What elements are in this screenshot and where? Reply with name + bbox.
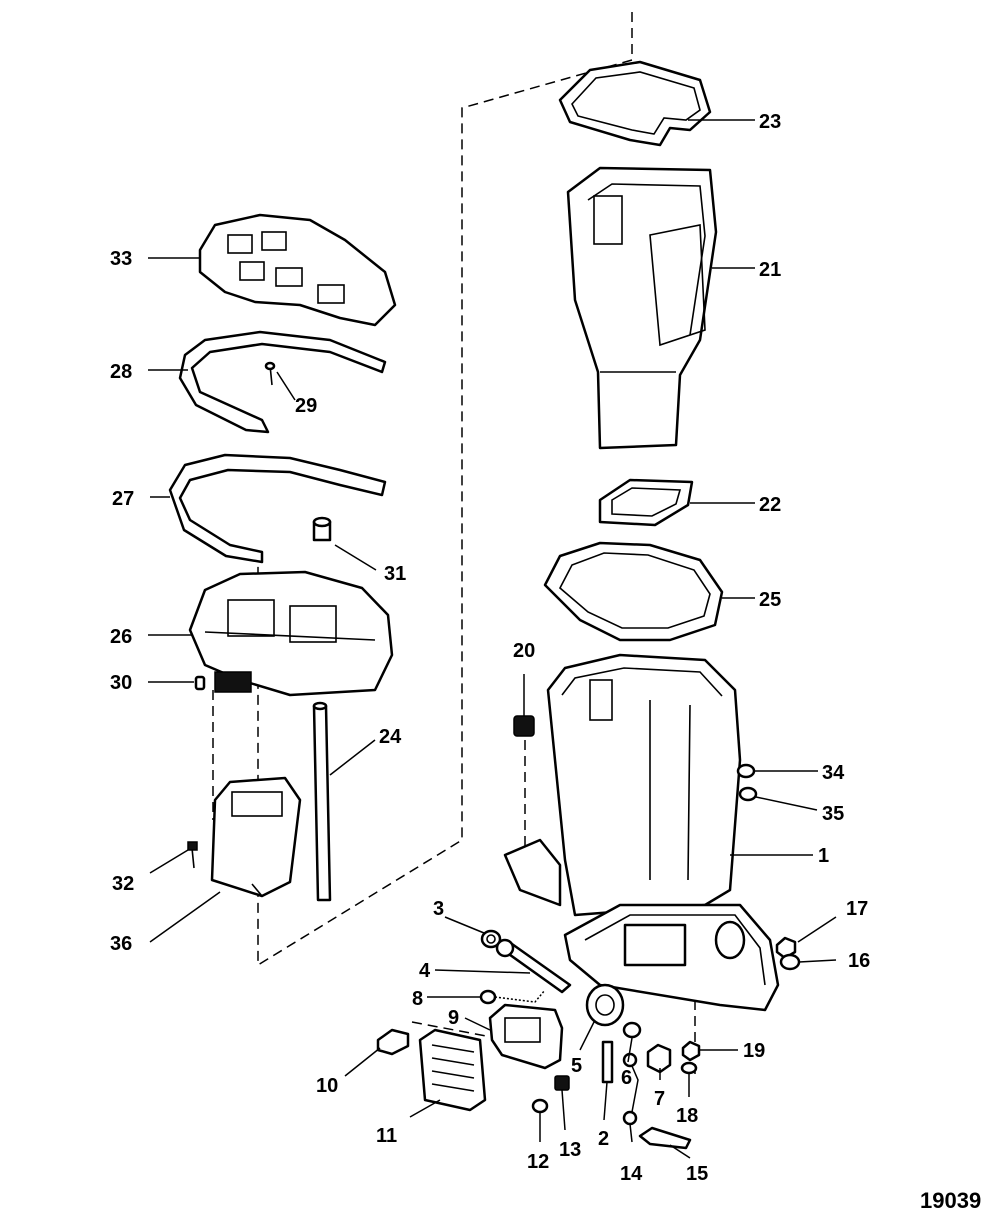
nut-7 [646,1043,672,1074]
washer-6 [622,1021,642,1039]
callout-label: 8 [412,988,423,1010]
callout-label: 2 [598,1128,609,1150]
exhaust-tube [210,776,302,898]
screw-29 [264,361,276,386]
driveshaft-housing [503,653,780,1012]
callout-label: 23 [759,111,781,133]
callout-label: 31 [384,563,406,585]
bushing-31 [312,516,332,542]
bushing-3 [480,929,502,949]
callout-label: 32 [112,873,134,895]
bushing-5 [585,983,625,1027]
screw-12 [531,1098,549,1114]
callout-label: 1 [818,845,829,867]
washer-18 [680,1061,698,1075]
dowel-30 [194,675,206,691]
callout-label: 30 [110,672,132,694]
callout-label: 12 [527,1151,549,1173]
callout-label: 36 [110,933,132,955]
adapter-plate-26 [188,570,394,697]
callout-label: 27 [112,488,134,510]
callout-label: 16 [848,950,870,972]
callout-label: 15 [686,1163,708,1185]
bolt-4 [495,938,572,994]
ground-strap-14 [622,1052,639,1126]
seal-27 [168,453,387,564]
washer-16 [779,953,801,971]
callout-label: 13 [559,1139,581,1161]
plug [513,715,535,737]
bracket-9 [488,1003,564,1070]
nut-17 [775,936,797,960]
stud-2 [601,1040,614,1084]
washer-34 [736,763,756,779]
callout-label: 28 [110,361,132,383]
gasket-28 [178,330,387,434]
ground-strap-8 [479,989,546,1005]
callout-label: 25 [759,589,781,611]
callout-label: 17 [846,898,868,920]
adapter-gasket [543,541,724,642]
screw-10 [376,1028,410,1056]
seal [598,478,694,527]
water-tube [312,701,332,902]
callout-label: 33 [110,248,132,270]
callout-label: 20 [513,640,535,662]
bolt-32 [187,841,198,869]
callout-label: 22 [759,494,781,516]
anode-11 [418,1028,487,1112]
callout-label: 4 [419,960,431,982]
callout-label: 3 [433,898,444,920]
callout-label: 18 [676,1105,698,1127]
callout-label: 14 [620,1163,643,1185]
nut-35 [738,786,758,802]
callout-label: 34 [822,762,845,784]
callout-label: 35 [822,803,844,825]
callout-label: 9 [448,1007,459,1029]
leader-lines [148,119,837,1159]
callout-label: 21 [759,259,781,281]
callout-labels: 1 2 3 4 5 6 7 8 9 10 11 12 13 14 15 16 1… [110,111,870,1185]
figure-number: 19039 [920,1188,981,1213]
upper-housing [566,166,718,450]
bolt-15 [638,1126,692,1150]
callout-label: 19 [743,1040,765,1062]
callout-label: 11 [376,1125,397,1147]
callout-label: 26 [110,626,132,648]
callout-label: 7 [654,1088,665,1110]
top-gasket [558,60,712,147]
callout-label: 6 [621,1067,632,1089]
nut-13 [554,1075,570,1091]
adapter-plate [198,213,397,327]
nut-19 [681,1040,701,1062]
callout-label: 24 [379,726,402,748]
callout-label: 29 [295,395,317,417]
callout-label: 10 [316,1075,338,1097]
callout-label: 5 [571,1055,582,1077]
